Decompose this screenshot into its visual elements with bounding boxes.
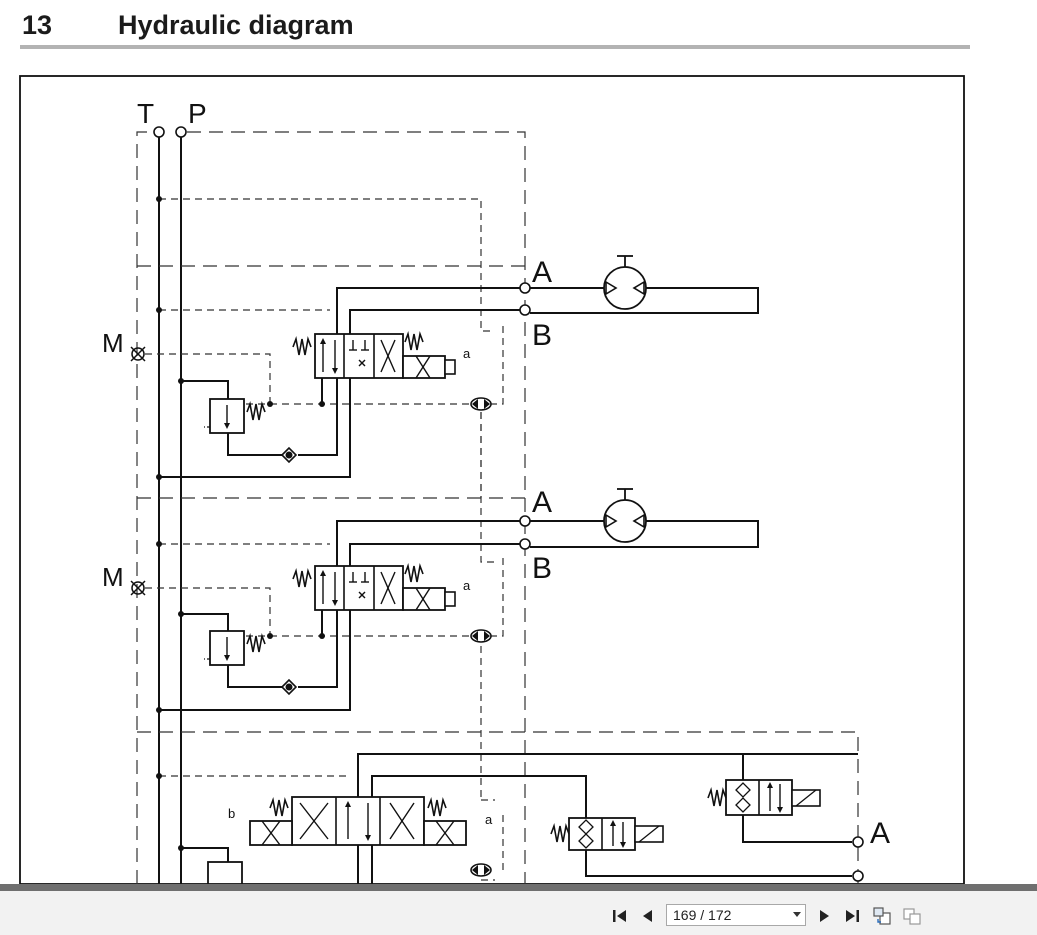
- port-a-label-2: A: [532, 486, 552, 519]
- viewer-toolbar: 169 / 172: [0, 884, 1037, 935]
- valve-section-1: M a A B: [102, 196, 759, 498]
- last-page-icon[interactable]: [842, 906, 862, 926]
- solenoid-valve-lower: [550, 817, 664, 851]
- hydraulic-motor-1: [603, 255, 647, 310]
- port-a-label-3: A: [870, 817, 890, 850]
- two-page-view-icon[interactable]: [902, 906, 922, 926]
- port-b-label-2: B: [532, 552, 552, 585]
- gauge-label-1: M: [102, 328, 124, 358]
- section-title: Hydraulic diagram: [118, 10, 354, 40]
- gauge-label-2: M: [102, 562, 124, 592]
- pressure-port-label: P: [188, 98, 207, 129]
- port-a-label-1: A: [532, 256, 552, 289]
- section-header: 13 Hydraulic diagram: [0, 0, 1037, 50]
- tank-port-label: T: [137, 98, 154, 129]
- port-b-label-1: B: [532, 319, 552, 352]
- valve-section-2: M a A B: [102, 412, 759, 800]
- header-divider: [20, 45, 970, 49]
- hydraulic-diagram: T P M: [19, 75, 965, 884]
- solenoid-valve-upper: [707, 779, 821, 816]
- pilot-label-a-3: a: [485, 812, 493, 827]
- page-number-select[interactable]: 169 / 172: [666, 904, 806, 926]
- rotate-view-icon[interactable]: [872, 906, 892, 926]
- next-page-icon[interactable]: [814, 906, 834, 926]
- first-page-icon[interactable]: [610, 906, 630, 926]
- pilot-label-b-3: b: [228, 806, 235, 821]
- page-number-text: 169 / 172: [673, 907, 732, 923]
- pilot-label-a-2: a: [463, 578, 471, 593]
- section-number: 13: [22, 10, 53, 40]
- toolbar-divider: [0, 884, 1037, 891]
- pilot-label-a-1: a: [463, 346, 471, 361]
- page-dropdown-icon[interactable]: [793, 912, 801, 917]
- hydraulic-motor-2: [603, 488, 647, 543]
- previous-page-icon[interactable]: [638, 906, 658, 926]
- valve-section-3: b a: [156, 753, 890, 884]
